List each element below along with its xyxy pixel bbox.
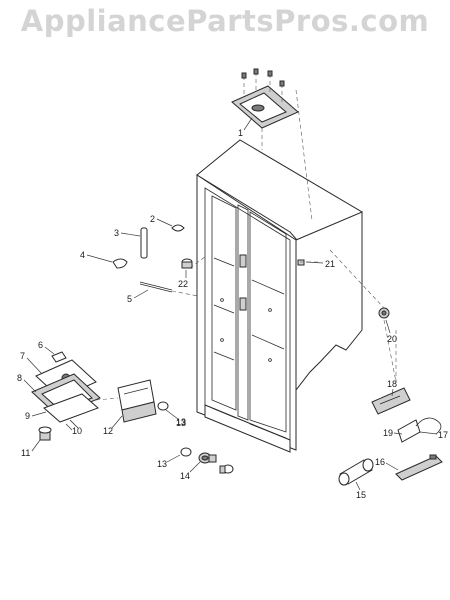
part-20-grommet [378,307,390,319]
callouts: 1 2 3 4 5 22 21 20 6 7 8 9 10 11 12 13 1 [17,117,448,500]
part-21-clip [297,259,305,266]
watermark-logo: AppliancePartsPros.com [20,4,430,38]
callout-13-a: 13 [176,417,186,427]
part-1-top-hinge [231,68,299,150]
callout-11: 11 [21,448,30,458]
callout-19: 19 [383,428,393,438]
part-4-hook [112,258,128,269]
part-3-rod [140,227,148,259]
part-12-housing [117,379,157,423]
part-13-bulbs [157,401,234,474]
callout-3: 3 [114,228,119,238]
callout-10: 10 [72,426,82,436]
callout-22: 22 [178,279,188,289]
callout-13-c: 13 [176,418,186,428]
part-15-filter [338,458,374,486]
part-5-pin [139,281,199,297]
callout-18: 18 [387,379,397,389]
callout-2: 2 [150,214,155,224]
callout-16: 16 [375,457,385,467]
callout-6: 6 [38,340,43,350]
part-22-cap [181,258,193,269]
callout-5: 5 [127,294,132,304]
parts-6-11-control-assembly [31,351,101,441]
callout-12: 12 [103,426,113,436]
callout-13-b: 13 [157,459,167,469]
callout-20: 20 [387,334,397,344]
callout-8: 8 [17,373,22,383]
callout-15: 15 [356,490,366,500]
part-2-clip [171,224,185,232]
callout-21: 21 [325,259,335,269]
callout-4: 4 [80,250,85,260]
callout-17: 17 [438,430,448,440]
part-16-bracket [395,454,443,481]
callout-1: 1 [238,128,243,138]
callout-14: 14 [180,471,190,481]
cabinet [196,139,363,453]
part-14-socket [198,452,217,464]
callout-7: 7 [20,351,25,361]
callout-9: 9 [25,411,30,421]
parts-17-19-harness [371,330,442,443]
